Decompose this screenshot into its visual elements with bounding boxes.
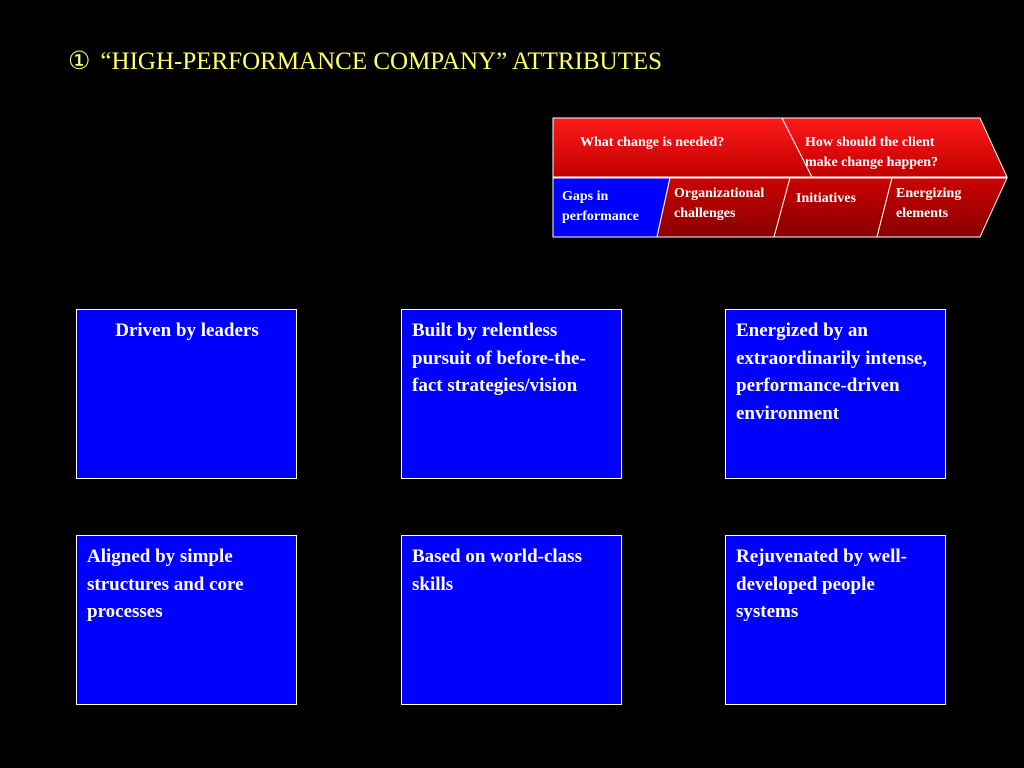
step-gaps-line2: performance	[562, 209, 639, 224]
top-right-label-line2: make change happen?	[805, 155, 939, 170]
step-energizing-line2: elements	[896, 206, 949, 221]
attribute-label: Rejuvenated by well-developed people sys…	[736, 546, 907, 622]
top-left-label: What change is needed?	[580, 135, 725, 150]
attribute-box-environment: Energized by an extraordinarily intense,…	[725, 309, 946, 479]
top-band-right	[781, 117, 1008, 178]
step-initiatives: Initiatives	[796, 191, 856, 206]
step-energizing-shape	[876, 177, 1008, 238]
attribute-box-strategies: Built by relentless pursuit of before-th…	[401, 309, 622, 479]
attribute-label: Driven by leaders	[115, 320, 259, 341]
change-framework-diagram: What change is needed? How should the cl…	[552, 117, 1008, 239]
step-org-line2: challenges	[674, 206, 736, 221]
top-right-label-line1: How should the client	[805, 135, 935, 150]
attribute-label: Built by relentless pursuit of before-th…	[412, 320, 586, 396]
attribute-box-structures: Aligned by simple structures and core pr…	[76, 535, 297, 705]
framework-shapes	[552, 117, 1008, 238]
page-title: ① “HIGH-PERFORMANCE COMPANY” ATTRIBUTES	[68, 46, 662, 76]
attribute-label: Based on world-class skills	[412, 546, 582, 595]
attribute-box-leaders: Driven by leaders	[76, 309, 297, 479]
attribute-label: Energized by an extraordinarily intense,…	[736, 320, 928, 424]
step-gaps-line1: Gaps in	[562, 189, 609, 204]
attribute-box-skills: Based on world-class skills	[401, 535, 622, 705]
step-org-line1: Organizational	[674, 186, 765, 201]
attribute-label: Aligned by simple structures and core pr…	[87, 546, 244, 622]
title-text: “HIGH-PERFORMANCE COMPANY” ATTRIBUTES	[100, 48, 663, 75]
step-energizing-line1: Energizing	[896, 186, 962, 201]
title-number: ①	[68, 48, 91, 75]
attribute-box-people-systems: Rejuvenated by well-developed people sys…	[725, 535, 946, 705]
